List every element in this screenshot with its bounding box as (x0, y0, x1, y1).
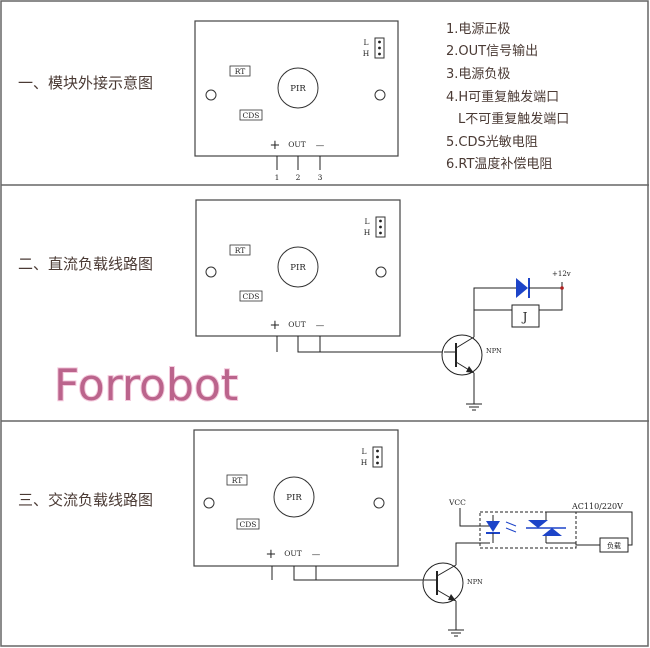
legend-item: 2.OUT信号输出 (446, 43, 538, 59)
ac-load-circuit: NPN VCC AC110/220V 负载 (293, 498, 633, 637)
plus-label: + (270, 318, 281, 333)
legend-item: 6.RT温度补偿电阻 (446, 156, 552, 172)
module-board-2: PIR RT CDS L H + OUT — (195, 199, 401, 352)
legend-item: 3.电源负极 (446, 67, 510, 82)
minus-label: — (312, 550, 321, 560)
relay-right-wire (539, 282, 563, 311)
out-label: OUT (288, 320, 305, 329)
vcc-label: VCC (448, 498, 466, 507)
module-board-1: PIR RT CDS L H + OUT — 1 2 3 (194, 20, 399, 182)
rt-pad (226, 474, 248, 486)
jumper-h-label: H (361, 458, 368, 467)
rt-label: RT (235, 246, 246, 255)
pir-sensor (273, 476, 315, 518)
jumper-pin (378, 40, 381, 44)
mount-hole-right (375, 266, 387, 278)
jumper-pin (376, 455, 379, 459)
jumper-pin (379, 219, 382, 223)
relay-label: J (521, 310, 528, 324)
rt-pad (229, 65, 251, 77)
jumper-h-label: H (363, 49, 370, 58)
dc-load-circuit: NPN J +12v (297, 270, 571, 411)
plus-label: + (270, 138, 281, 153)
relay-coil (511, 304, 540, 328)
out-signal-wire (293, 566, 424, 581)
npn-label: NPN (486, 347, 502, 355)
mount-hole-left (205, 266, 217, 278)
mains-label: AC110/220V (571, 502, 623, 511)
jumper-h-label: H (364, 228, 371, 237)
light-arrow (505, 527, 517, 533)
rt-label: RT (235, 67, 246, 76)
flyback-diode (516, 278, 528, 298)
mount-hole-right (373, 497, 385, 509)
legend-item: 1.电源正极 (446, 22, 510, 37)
opto-led (486, 521, 500, 532)
pir-label: PIR (290, 263, 306, 273)
rt-pad (229, 244, 251, 256)
jumper-pin (376, 449, 379, 453)
supply-node (560, 286, 564, 290)
light-arrow (505, 521, 517, 527)
pin-number: 1 (275, 173, 280, 182)
collector-wire (455, 542, 490, 565)
section-title-1: 一、模块外接示意图 (18, 74, 153, 92)
jumper-l-label: L (362, 447, 367, 456)
npn-label: NPN (467, 578, 483, 586)
jumper-pin (376, 461, 379, 465)
pir-sensor (277, 246, 319, 288)
cds-label: CDS (243, 111, 260, 120)
pir-label: PIR (286, 493, 302, 503)
npn-transistor (422, 562, 464, 604)
cds-pad (239, 290, 263, 302)
transistor-collector (455, 336, 475, 349)
triac-lower (542, 528, 562, 536)
emitter-arrow (466, 366, 474, 373)
npn-transistor (441, 334, 483, 376)
mount-hole-right (374, 89, 386, 101)
cds-pad (236, 518, 260, 530)
triac-out-wire (546, 542, 600, 546)
out-label: OUT (288, 140, 305, 149)
cds-label: CDS (240, 520, 257, 529)
supply-label: +12v (552, 270, 571, 278)
legend-item: 5.CDS光敏电阻 (446, 135, 538, 150)
mains-wire (545, 511, 628, 514)
out-signal-wire (297, 336, 444, 353)
rt-label: RT (232, 476, 243, 485)
section-title-3: 三、交流负载线路图 (18, 491, 153, 509)
legend-item: L不可重复触发端口 (458, 111, 569, 127)
optocoupler-ssr (479, 511, 577, 549)
pin-number: 2 (296, 173, 301, 182)
jumper-pin (379, 225, 382, 229)
jumper-pin (379, 231, 382, 235)
jumper-l-label: L (364, 38, 369, 47)
pin-number: 3 (318, 173, 323, 182)
mount-hole-left (203, 497, 215, 509)
plus-label: + (266, 547, 277, 562)
brand-watermark: Forrobot (54, 360, 238, 411)
pir-label: PIR (290, 84, 306, 94)
triac-upper (528, 520, 548, 528)
section-title-2: 二、直流负载线路图 (18, 255, 153, 273)
module-board-3: PIR RT CDS L H + OUT — (193, 429, 399, 580)
minus-label: — (316, 141, 325, 151)
cds-label: CDS (243, 292, 260, 301)
legend-item: 4.H可重复触发端口 (446, 89, 559, 105)
out-label: OUT (284, 549, 301, 558)
minus-label: — (316, 321, 325, 331)
load-label: 负载 (607, 541, 621, 550)
jumper-l-label: L (365, 217, 370, 226)
emitter-arrow (448, 594, 456, 601)
jumper-pin (378, 52, 381, 56)
load-return-wire (628, 511, 633, 546)
collector-wire (473, 287, 510, 337)
mount-hole-left (205, 89, 217, 101)
cds-pad (239, 109, 263, 121)
transistor-collector (436, 564, 457, 577)
pir-sensor (277, 67, 319, 109)
pin-legend: 1.电源正极 2.OUT信号输出 3.电源负极 4.H可重复触发端口 L不可重复… (446, 22, 569, 172)
jumper-pin (378, 46, 381, 50)
